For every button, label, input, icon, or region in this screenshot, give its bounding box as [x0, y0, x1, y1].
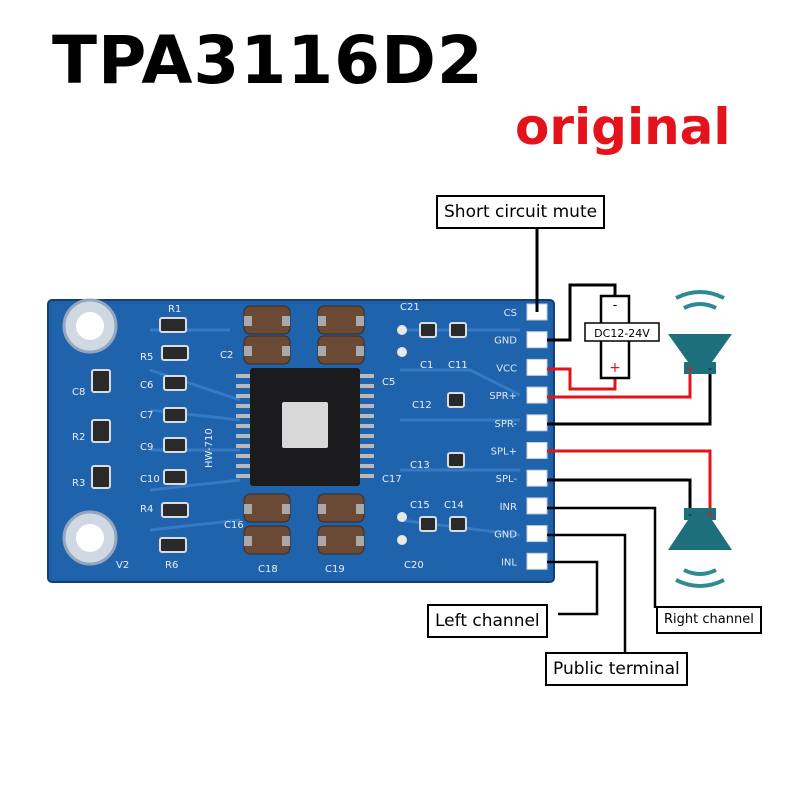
right-channel-label: Right channel: [656, 606, 762, 634]
svg-text:C12: C12: [412, 400, 432, 411]
power-supply-label: DC12-24V: [594, 327, 650, 340]
pin-pad-vcc: [526, 358, 548, 376]
svg-text:R1: R1: [168, 304, 181, 315]
svg-text:C21: C21: [400, 302, 420, 313]
svg-text:C19: C19: [325, 564, 345, 575]
power-plus-symbol: +: [609, 360, 621, 376]
pin-pad-inr: [526, 497, 548, 515]
svg-text:C11: C11: [448, 360, 468, 371]
mounting-hole-bottom: [62, 510, 118, 566]
speaker-left-minus: -: [688, 508, 692, 521]
public-terminal-label: Public terminal: [545, 652, 688, 686]
svg-text:R3: R3: [72, 478, 85, 489]
svg-text:C2: C2: [220, 350, 233, 361]
power-minus-symbol: -: [613, 298, 618, 313]
svg-text:R5: R5: [140, 352, 153, 363]
svg-text:C6: C6: [140, 380, 153, 391]
svg-text:C5: C5: [382, 377, 395, 388]
svg-text:C17: C17: [382, 474, 402, 485]
board-model-label: HW-710: [204, 428, 215, 468]
pin-pad-gnd: [526, 525, 548, 543]
pin-label: SPL+: [491, 447, 517, 458]
pin-pad-spr-minusplus: [526, 386, 548, 404]
pin-pad-spr-minus: [526, 414, 548, 432]
pin-label: GND: [494, 336, 517, 347]
svg-text:C1: C1: [420, 360, 433, 371]
svg-text:C20: C20: [404, 560, 424, 571]
pin-label: VCC: [496, 363, 517, 374]
speaker-right-icon: + -: [668, 290, 732, 375]
pin-label: SPL-: [496, 474, 518, 485]
product-title: TPA3116D2: [52, 22, 484, 99]
pin-label: INL: [501, 557, 517, 568]
svg-text:V2: V2: [116, 560, 129, 571]
svg-text:C9: C9: [140, 442, 153, 453]
svg-text:R6: R6: [165, 560, 178, 571]
short-circuit-mute-label: Short circuit mute: [436, 195, 606, 229]
svg-text:C18: C18: [258, 564, 278, 575]
pin-pad-spl-minusplus: [526, 442, 548, 459]
svg-text:C14: C14: [444, 500, 464, 511]
svg-text:C16: C16: [224, 520, 244, 531]
wires: [535, 228, 712, 654]
pin-label: INR: [500, 502, 517, 513]
svg-text:C7: C7: [140, 410, 153, 421]
left-channel-label: Left channel: [427, 604, 548, 638]
pin-label: SPR+: [489, 391, 517, 402]
ic-chip: [236, 368, 374, 486]
svg-text:C10: C10: [140, 474, 160, 485]
svg-text:R2: R2: [72, 432, 85, 443]
pin-label: SPR-: [494, 419, 517, 430]
original-label: original: [515, 98, 731, 156]
speaker-right-plus: +: [685, 362, 694, 375]
pin-label: CS: [504, 308, 517, 319]
speaker-left-plus: +: [705, 508, 714, 521]
svg-text:R4: R4: [140, 504, 153, 515]
svg-text:C13: C13: [410, 460, 430, 471]
pin-pad-inl: [526, 552, 548, 570]
pin-label: GND: [494, 530, 517, 541]
pin-header: CS GND VCC SPR+ SPR- SPL+ SPL- INR GND INL: [489, 303, 548, 570]
pin-pad-gnd: [526, 331, 548, 349]
power-supply: DC12-24V - +: [584, 294, 660, 380]
pin-pad-spl-minus: [526, 469, 548, 487]
svg-text:C8: C8: [72, 387, 85, 398]
mounting-hole-top: [62, 298, 118, 354]
svg-text:C15: C15: [410, 500, 430, 511]
speaker-left-icon: - +: [668, 508, 732, 588]
speaker-right-minus: -: [708, 362, 712, 375]
